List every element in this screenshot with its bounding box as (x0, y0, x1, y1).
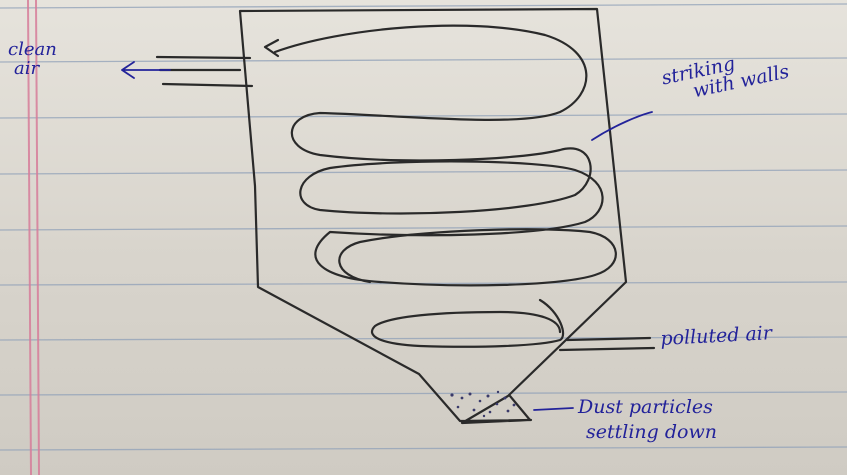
cyclone-body (238, 7, 628, 425)
spiral-airflow (273, 24, 617, 348)
spiral-arrowhead-icon (263, 38, 280, 58)
polluted-air-inlet (558, 336, 656, 352)
margin-lines (27, 0, 40, 475)
dust-leader-line (533, 407, 574, 411)
dust-particles-label: Dust particles settling down (578, 396, 717, 443)
striking-leader-line (591, 111, 653, 141)
dust-particles (450, 390, 516, 418)
clean-air-outlet (121, 55, 254, 88)
clean-air-label: clean air (8, 39, 57, 79)
